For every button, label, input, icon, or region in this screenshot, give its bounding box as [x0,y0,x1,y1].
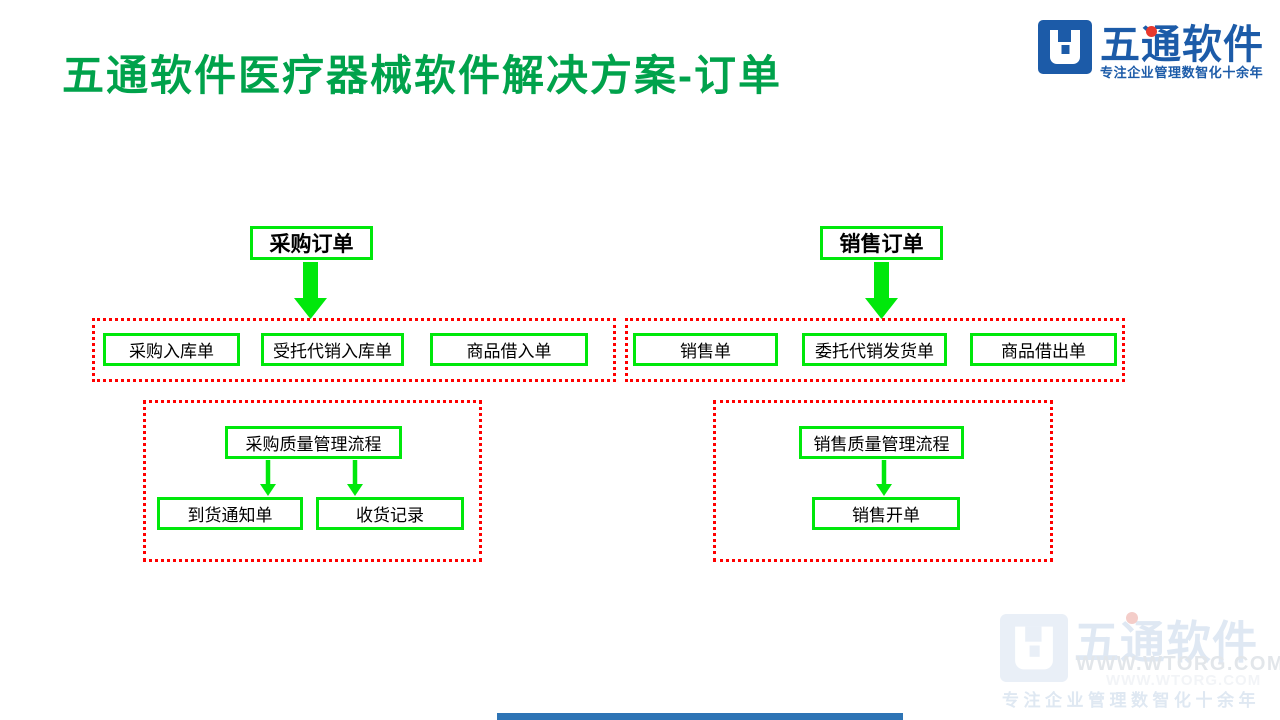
document-box: 销售开单 [812,497,960,530]
sales-order-header-box: 销售订单 [820,226,943,260]
purchase-order-header-box: 采购订单 [250,226,373,260]
watermark-logo-icon [1000,614,1068,682]
page-title: 五通软件医疗器械软件解决方案-订单 [62,52,782,99]
watermark-name: 五通软件 [1074,617,1259,668]
quality-process-box: 采购质量管理流程 [225,426,402,459]
watermark-red-dot-icon [1126,612,1138,624]
logo-red-dot-icon [1146,26,1157,37]
quality-process-box: 销售质量管理流程 [799,426,964,459]
sales-quality-group [713,400,1053,562]
document-box: 采购入库单 [103,333,240,366]
document-box: 委托代销发货单 [802,333,947,366]
down-block-arrow-icon [294,262,327,319]
watermark-url: WWW.WTORG.COM [1076,653,1280,675]
purchase-quality-group [143,400,482,562]
purchase-documents-group [92,318,616,382]
watermark-tagline: 专注企业管理数智化十余年 [1002,691,1260,710]
document-box: 收货记录 [316,497,464,530]
document-box: 到货通知单 [157,497,303,530]
company-logo: 五通软件 专注企业管理数智化十余年 [1038,20,1268,80]
wutong-logo-icon [1038,20,1092,74]
document-box: 受托代销入库单 [261,333,404,366]
footer-bar [497,713,903,720]
down-arrow-icon [260,460,276,496]
watermark-url-ghost: WWW.WTORG.COM [1106,672,1262,689]
down-arrow-icon [347,460,363,496]
sales-documents-group [625,318,1125,382]
logo-tagline: 专注企业管理数智化十余年 [1100,65,1264,80]
logo-name: 五通软件 [1100,23,1264,67]
document-box: 商品借出单 [970,333,1117,366]
document-box: 商品借入单 [430,333,588,366]
down-block-arrow-icon [865,262,898,319]
document-box: 销售单 [633,333,778,366]
down-arrow-icon [876,460,892,496]
